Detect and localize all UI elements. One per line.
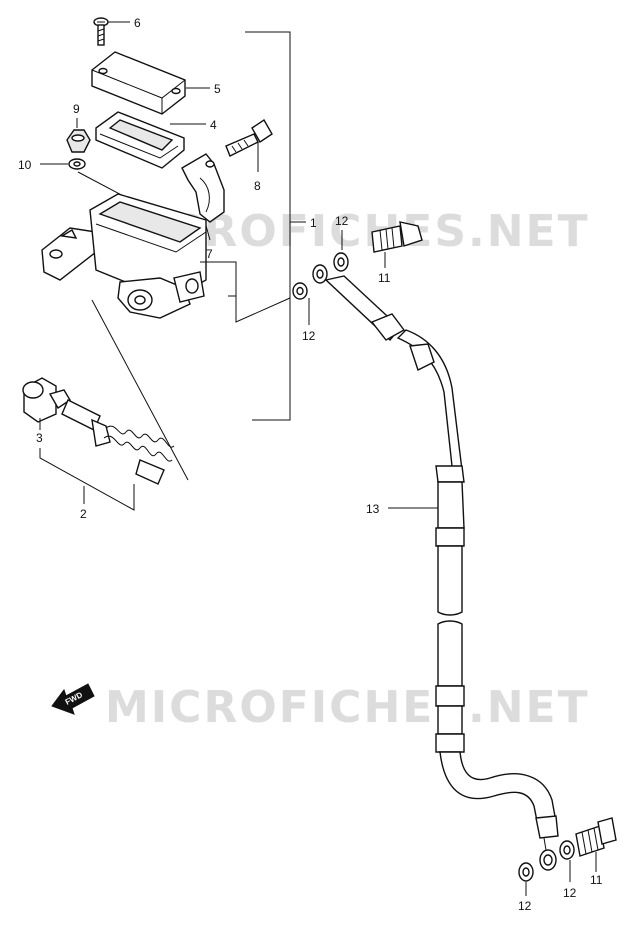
callout-8: 8 xyxy=(254,179,261,193)
callout-12-b: 12 xyxy=(302,329,316,343)
guide-lines xyxy=(91,261,291,481)
part-screw-6 xyxy=(93,17,130,46)
callout-12-a: 12 xyxy=(335,214,349,228)
callout-12-d: 12 xyxy=(563,886,577,900)
part-grommet-9 xyxy=(66,118,91,153)
part-bolt-11-lower xyxy=(575,817,617,872)
assembly-bracket xyxy=(245,31,306,421)
part-hose-13 xyxy=(312,264,465,616)
callout-5: 5 xyxy=(214,82,221,96)
callout-12-c: 12 xyxy=(518,899,532,913)
part-hose-13-lower xyxy=(435,620,559,871)
fwd-arrow-icon: FWD xyxy=(51,683,95,715)
callout-10: 10 xyxy=(18,158,32,172)
part-washer-12-upper-right xyxy=(333,230,349,272)
part-diaphragm-4 xyxy=(95,111,206,169)
callout-1: 1 xyxy=(310,216,317,230)
callout-11-b: 11 xyxy=(590,873,603,887)
part-master-cylinder-1 xyxy=(41,193,207,319)
part-bolt-11-upper xyxy=(371,221,423,268)
callout-4: 4 xyxy=(210,118,217,132)
part-cap-5 xyxy=(91,51,210,115)
part-piston-3 xyxy=(22,377,101,431)
part-washer-12-lower-right xyxy=(559,840,575,882)
callout-9: 9 xyxy=(73,102,80,116)
callout-13: 13 xyxy=(366,502,380,516)
callout-6: 6 xyxy=(134,16,141,30)
callout-group-2 xyxy=(39,448,135,511)
callout-7: 7 xyxy=(206,247,213,261)
callout-2: 2 xyxy=(80,507,87,521)
part-bolt-8 xyxy=(225,119,273,172)
part-spring-2 xyxy=(91,418,175,485)
callout-11-a: 11 xyxy=(378,271,391,285)
part-washer-12-lower-left xyxy=(518,862,534,896)
part-washer-12-upper-left xyxy=(292,282,310,325)
part-clamp-7 xyxy=(181,153,225,241)
callout-3: 3 xyxy=(36,431,43,445)
watermark-bottom: MICROFICHES.NET xyxy=(105,682,590,733)
